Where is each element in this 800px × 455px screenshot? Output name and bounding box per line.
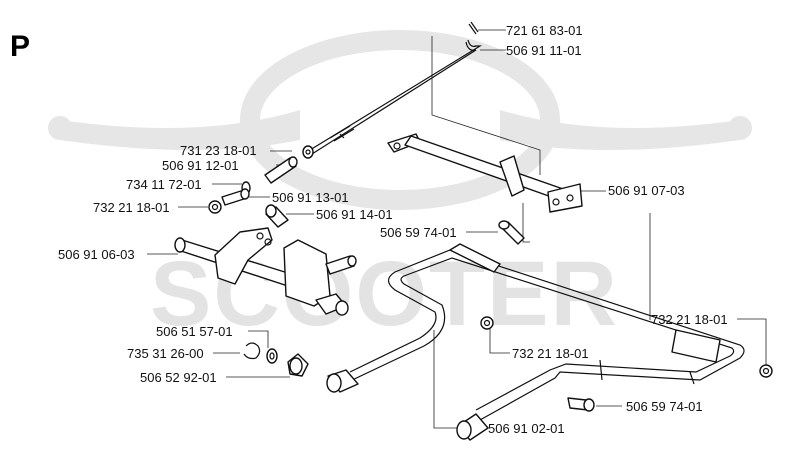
bushing-lower bbox=[287, 353, 309, 377]
part-label: 506 91 12-01 bbox=[162, 158, 239, 173]
part-label: 732 21 18-01 bbox=[93, 200, 170, 215]
part-label: 506 59 74-01 bbox=[626, 399, 703, 414]
part-label: 506 91 02-01 bbox=[488, 421, 565, 436]
part-label: 506 91 07-03 bbox=[608, 183, 685, 198]
part-label: 506 91 06-03 bbox=[58, 247, 135, 262]
part-label: 732 21 18-01 bbox=[512, 346, 589, 361]
bolt-mid bbox=[498, 220, 525, 245]
nut-right bbox=[759, 364, 773, 378]
part-label: 506 91 14-01 bbox=[316, 207, 393, 222]
nut-left bbox=[208, 200, 222, 214]
part-label: 506 52 92-01 bbox=[140, 370, 217, 385]
long-rod bbox=[309, 39, 483, 155]
spacer-tube bbox=[264, 156, 298, 184]
nut-center bbox=[480, 316, 494, 330]
part-label: 506 91 13-01 bbox=[272, 190, 349, 205]
bushing-top bbox=[265, 204, 289, 228]
part-label: 506 91 11-01 bbox=[506, 43, 582, 58]
section-letter: P bbox=[10, 30, 30, 63]
nut-small-top bbox=[302, 145, 314, 159]
bolt-lower bbox=[567, 397, 595, 412]
upper-bar bbox=[387, 133, 583, 213]
parts-drawings bbox=[174, 21, 773, 441]
washer-2 bbox=[266, 348, 278, 364]
clevis-pin bbox=[221, 188, 250, 206]
part-label: 734 11 72-01 bbox=[126, 177, 202, 192]
part-labels: 721 61 83-01 506 91 11-01 731 23 18-01 5… bbox=[58, 23, 728, 436]
part-label: 721 61 83-01 bbox=[506, 23, 583, 38]
part-label: 506 59 74-01 bbox=[380, 225, 457, 240]
circlip bbox=[243, 342, 261, 360]
part-label: 506 51 57-01 bbox=[156, 324, 233, 339]
part-label: 735 31 26-00 bbox=[127, 346, 204, 361]
cotter-pin bbox=[468, 21, 479, 35]
part-label: 731 23 18-01 bbox=[180, 143, 257, 158]
left-shaft-assembly bbox=[174, 227, 357, 316]
watermark-logo: SCOOTER bbox=[48, 30, 752, 345]
lower-frame bbox=[326, 243, 745, 441]
part-label: 732 21 18-01 bbox=[651, 312, 728, 327]
